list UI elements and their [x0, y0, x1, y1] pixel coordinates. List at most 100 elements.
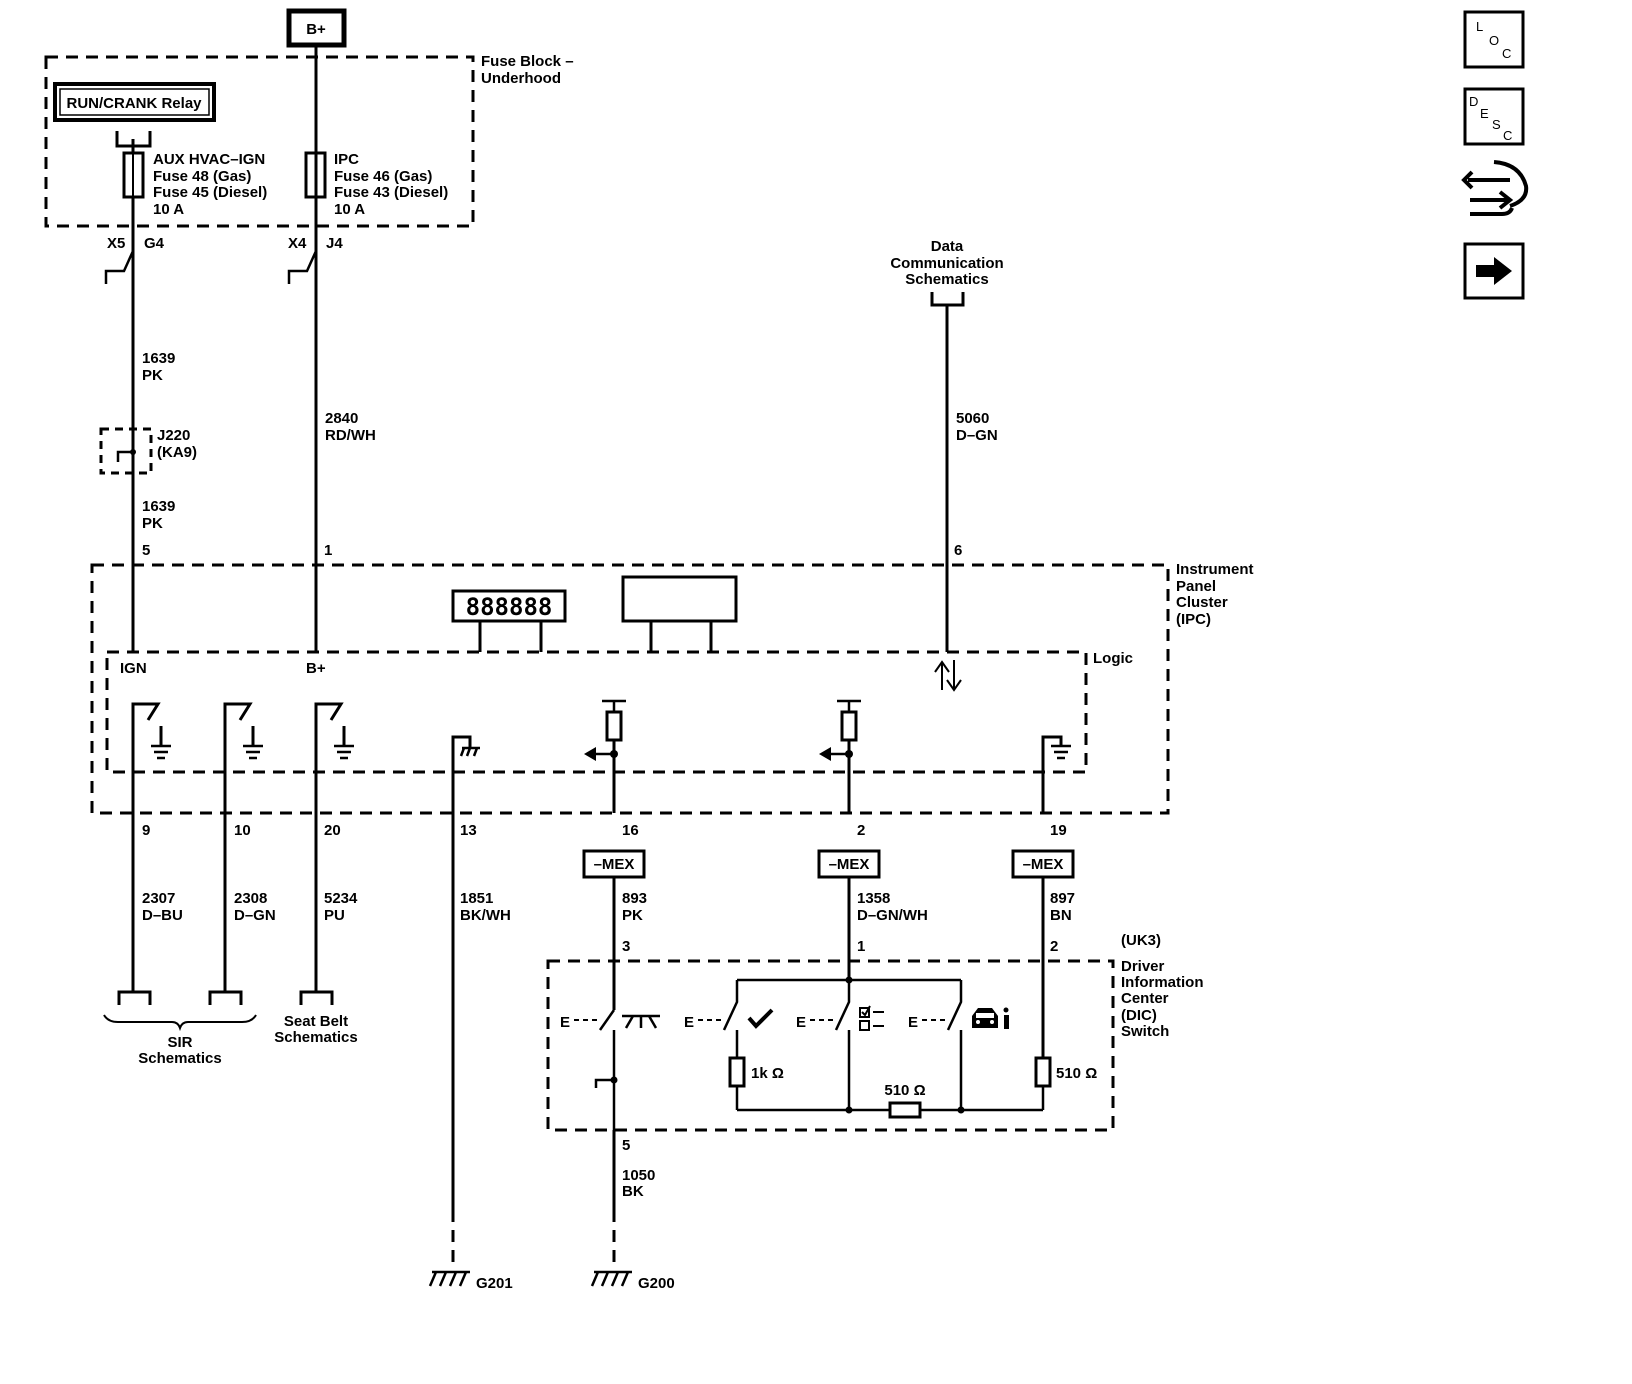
svg-text:E: E: [560, 1014, 570, 1031]
svg-text:BK/WH: BK/WH: [460, 907, 511, 924]
svg-text:D–GN: D–GN: [956, 427, 998, 444]
svg-text:5234: 5234: [324, 890, 358, 907]
svg-text:10 A: 10 A: [334, 201, 365, 218]
connector-end-view-icon[interactable]: [1461, 160, 1529, 216]
battery-positive-source: B+: [286, 8, 347, 48]
mex-connector-19: –MEX: [1011, 849, 1075, 879]
svg-text:D–GN/WH: D–GN/WH: [857, 907, 928, 924]
driver-information-center-switch: (UK3) Driver Information Center (DIC) Sw…: [546, 932, 1204, 1154]
internal-ground-13: [451, 735, 480, 813]
svg-text:Driver: Driver: [1121, 958, 1165, 975]
dic-resistor-510-shunt: 510 Ω: [1034, 1056, 1097, 1110]
svg-text:G4: G4: [144, 235, 165, 252]
svg-text:897: 897: [1050, 890, 1075, 907]
svg-text:1358: 1358: [857, 890, 890, 907]
fuse-ipc: IPC Fuse 46 (Gas) Fuse 43 (Diesel) 10 A: [304, 151, 448, 218]
svg-text:1851: 1851: [460, 890, 493, 907]
svg-text:G201: G201: [476, 1275, 513, 1292]
svg-text:PK: PK: [622, 907, 643, 924]
svg-text:L: L: [1476, 19, 1483, 34]
data-communication-reference: Data Communication Schematics 5060 D–GN: [890, 238, 1004, 652]
dic-switch-scroll: E: [560, 1009, 660, 1130]
dic-switch-options: E: [796, 980, 884, 1110]
svg-text:–MEX: –MEX: [829, 856, 870, 873]
dic-switch-vehicle-info: E: [908, 980, 1009, 1110]
pin-9: 9: [142, 822, 150, 839]
next-arrow-icon[interactable]: [1463, 242, 1525, 300]
wire-1358: 1358 D–GN/WH: [847, 877, 928, 980]
ipc-digital-display: 888888: [451, 589, 567, 652]
svg-text:2840: 2840: [325, 410, 358, 427]
svg-text:S: S: [1492, 117, 1501, 132]
dic-switch-select: E 1k Ω: [684, 980, 784, 1110]
ipc-display-panel: [621, 575, 738, 652]
low-side-switch-10: [223, 702, 263, 813]
svg-text:G200: G200: [638, 1275, 675, 1292]
svg-text:(UK3): (UK3): [1121, 932, 1161, 949]
svg-text:E: E: [1480, 106, 1489, 121]
location-button[interactable]: L O C: [1463, 10, 1525, 69]
svg-text:PU: PU: [324, 907, 345, 924]
pin-6: 6: [954, 542, 962, 559]
svg-text:1k Ω: 1k Ω: [751, 1065, 784, 1082]
svg-text:Information: Information: [1121, 974, 1204, 991]
pin-19: 19: [1050, 822, 1067, 839]
svg-text:SIR: SIR: [167, 1034, 192, 1051]
svg-text:RD/WH: RD/WH: [325, 427, 376, 444]
wire-5234: 5234 PU: [299, 813, 358, 1005]
fuse-block-title: Fuse Block –: [481, 53, 574, 70]
svg-text:C: C: [1502, 46, 1511, 61]
dic-pin-1: 1: [857, 938, 865, 955]
svg-text:J4: J4: [326, 235, 343, 252]
svg-text:E: E: [908, 1014, 918, 1031]
pin-5: 5: [142, 542, 150, 559]
instrument-panel-cluster: Instrument Panel Cluster (IPC) 5 1 6 888…: [90, 542, 1254, 839]
svg-text:Schematics: Schematics: [274, 1029, 357, 1046]
svg-text:D: D: [1469, 94, 1478, 109]
svg-text:1639: 1639: [142, 350, 175, 367]
ipc-logic: Logic IGN B+: [105, 650, 1133, 774]
run-crank-relay: RUN/CRANK Relay: [53, 82, 216, 122]
pin-2: 2: [857, 822, 865, 839]
svg-text:Logic: Logic: [1093, 650, 1133, 667]
description-button[interactable]: D E S C: [1463, 87, 1525, 146]
svg-text:PK: PK: [142, 367, 163, 384]
svg-text:893: 893: [622, 890, 647, 907]
svg-text:Switch: Switch: [1121, 1023, 1169, 1040]
connector-x4-j4: X4 J4: [287, 235, 343, 284]
mex-connector-2: –MEX: [817, 849, 881, 879]
wire-2840: 2840 RD/WH: [314, 45, 376, 652]
svg-text:BN: BN: [1050, 907, 1072, 924]
wire-2308: 2308 D–GN: [208, 813, 276, 1005]
svg-text:510 Ω: 510 Ω: [1056, 1065, 1097, 1082]
svg-text:Center: Center: [1121, 990, 1169, 1007]
svg-text:X4: X4: [288, 235, 307, 252]
internal-ground-19: [1041, 735, 1071, 813]
pull-up-resistor-2: [819, 699, 861, 813]
svg-text:–MEX: –MEX: [1023, 856, 1064, 873]
svg-text:(IPC): (IPC): [1176, 611, 1211, 628]
sir-schematics-reference: SIR Schematics: [103, 1014, 257, 1067]
svg-text:Fuse 46 (Gas): Fuse 46 (Gas): [334, 168, 432, 185]
dic-pin-2: 2: [1050, 938, 1058, 955]
svg-text:1639: 1639: [142, 498, 175, 515]
svg-text:IGN: IGN: [120, 660, 147, 677]
svg-text:Schematics: Schematics: [138, 1050, 221, 1067]
wire-1851: 1851 BK/WH: [451, 813, 511, 1265]
bidirectional-data-arrows: [934, 660, 962, 692]
svg-text:IPC: IPC: [334, 151, 359, 168]
pull-up-resistor-16: [584, 699, 626, 813]
svg-text:1050: 1050: [622, 1167, 655, 1184]
wire-1050: 1050 BK: [612, 1130, 655, 1265]
svg-text:Data: Data: [931, 238, 964, 255]
svg-text:Schematics: Schematics: [905, 271, 988, 288]
fuse-block-subtitle: Underhood: [481, 70, 561, 87]
svg-text:888888: 888888: [466, 593, 553, 621]
pin-10: 10: [234, 822, 251, 839]
svg-text:Fuse 48 (Gas): Fuse 48 (Gas): [153, 168, 251, 185]
dic-pin-5: 5: [622, 1137, 630, 1154]
svg-text:O: O: [1489, 33, 1499, 48]
svg-text:BK: BK: [622, 1183, 644, 1200]
svg-text:5060: 5060: [956, 410, 989, 427]
